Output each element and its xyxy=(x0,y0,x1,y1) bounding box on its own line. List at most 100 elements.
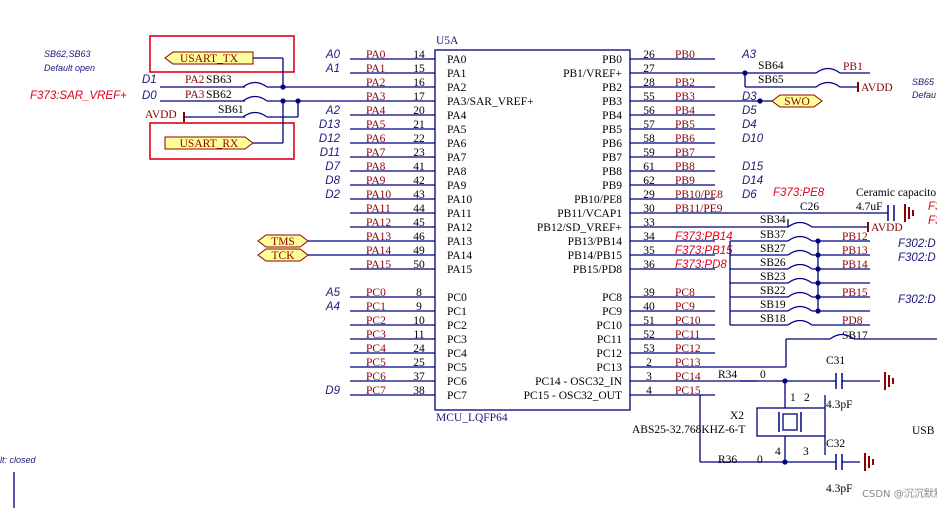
pin-number-11: 44 xyxy=(413,203,425,215)
net-label-20: PC4 xyxy=(366,343,386,355)
arduino-label-8: D7 xyxy=(325,161,340,173)
sb61-bridge xyxy=(242,111,268,118)
pin-number-21: 25 xyxy=(413,357,425,369)
net-label-3: PA3 xyxy=(366,91,386,103)
x2-label: X2 xyxy=(730,410,744,422)
arduino-label-16: A5 xyxy=(325,287,341,299)
sb62-label: SB62 xyxy=(206,89,232,101)
net-label-r18: PC10 xyxy=(675,315,701,327)
pin-name-r6: PB6 xyxy=(602,138,622,150)
net-label-r17: PC9 xyxy=(675,301,695,313)
pin-number-r10: 29 xyxy=(643,189,655,201)
pin-name-r12: PB12/SD_VREF+ xyxy=(537,222,622,234)
pin-name-21: PC5 xyxy=(447,362,467,374)
net-label-r19: PC11 xyxy=(675,329,700,341)
net-label-r3: PB3 xyxy=(675,91,695,103)
sb17-label: SB17 xyxy=(842,330,868,342)
pin-name-22: PC6 xyxy=(447,376,467,388)
crystal-icon xyxy=(782,413,798,431)
sb19-label: SB19 xyxy=(760,299,786,311)
junction-pa3 xyxy=(280,98,286,104)
sb61-label: SB61 xyxy=(218,104,244,116)
watermark: CSDN @沉沉默默 xyxy=(862,487,937,500)
pin-name-r3: PB3 xyxy=(602,96,622,108)
sb64-bridge xyxy=(815,67,841,74)
highlight-box-rx xyxy=(149,122,295,160)
net-label-r22: PC14 xyxy=(675,371,701,383)
pin-name-r16: PC8 xyxy=(602,292,622,304)
pin-name-r7: PB7 xyxy=(602,152,622,164)
pin-name-r10: PB10/PE8 xyxy=(574,194,622,206)
c26-value: 4.7uF xyxy=(856,201,883,213)
x2-pin1: 1 xyxy=(790,392,796,404)
net-label-7: PA7 xyxy=(366,147,386,159)
net-label-r15: F373:PD8 xyxy=(675,259,727,271)
pin-number-r23: 4 xyxy=(646,385,652,397)
pb12-right-label: PB12 xyxy=(842,231,868,243)
port-usart-tx xyxy=(164,51,254,65)
x2-part: ABS25-32.768KHZ-6-T xyxy=(632,424,745,436)
r34-label: R34 xyxy=(718,369,737,381)
pin-name-r9: PB9 xyxy=(602,180,622,192)
sb37-bridge xyxy=(787,235,813,242)
pin-number-16: 8 xyxy=(416,287,422,299)
avdd2-label: AVDD xyxy=(871,222,903,234)
pin-name-4: PA4 xyxy=(447,110,467,122)
chip-package: MCU_LQFP64 xyxy=(436,412,508,424)
net-label-9: PA9 xyxy=(366,175,386,187)
net-label-21: PC5 xyxy=(366,357,386,369)
pin-number-12: 45 xyxy=(413,217,425,229)
mcu-body xyxy=(434,49,631,411)
pin-number-14: 49 xyxy=(413,245,425,257)
pin-name-18: PC2 xyxy=(447,320,467,332)
net-label-10: PA10 xyxy=(366,189,391,201)
crystal-x2-body xyxy=(756,407,826,437)
pin-number-23: 38 xyxy=(413,385,425,397)
pin-number-7: 23 xyxy=(413,147,425,159)
pin-name-r2: PB2 xyxy=(602,82,622,94)
pin-name-14: PA14 xyxy=(447,250,472,262)
sb65-note: SB65 xyxy=(912,77,935,87)
pin-number-r2: 28 xyxy=(643,77,655,89)
note-default-closed: lt: closed xyxy=(0,455,37,465)
arduino-label-r8: D15 xyxy=(742,161,764,173)
note-sb62-sb63: SB62,SB63 xyxy=(44,49,91,59)
net-label-17: PC1 xyxy=(366,301,386,313)
f302c-label: F302:D xyxy=(898,294,936,306)
net-label-r21: PC13 xyxy=(675,357,701,369)
pin-number-22: 37 xyxy=(413,371,425,383)
net-label-r6: PB6 xyxy=(675,133,695,145)
sb34-label: SB34 xyxy=(760,214,786,226)
port-swo xyxy=(771,94,823,108)
sb23-bridge xyxy=(787,277,813,284)
sb63-bridge xyxy=(242,81,268,88)
pin-number-18: 10 xyxy=(413,315,425,327)
pin-number-20: 24 xyxy=(413,343,425,355)
pin-name-3: PA3/SAR_VREF+ xyxy=(447,96,534,108)
arduino-label-r9: D14 xyxy=(742,175,763,187)
junction-pa2 xyxy=(280,84,286,90)
net-label-r10: PB10/PE8 xyxy=(675,189,723,201)
pin-number-r20: 53 xyxy=(643,343,655,355)
arduino-label-r4: D5 xyxy=(742,105,757,117)
pin-name-23: PC7 xyxy=(447,390,467,402)
sb65-default-note: Defau xyxy=(912,90,936,100)
net-label-6: PA6 xyxy=(366,133,386,145)
label-d1: D1 xyxy=(142,74,157,86)
pin-number-r19: 52 xyxy=(643,329,655,341)
sb17-bridge xyxy=(829,333,855,340)
pin-name-r23: PC15 - OSC32_OUT xyxy=(524,390,622,402)
sb18-bridge xyxy=(787,319,813,326)
pin-number-0: 14 xyxy=(413,49,425,61)
pin-name-r20: PC12 xyxy=(596,348,622,360)
pin-name-r1: PB1/VREF+ xyxy=(563,68,622,80)
ground-icon-c26 xyxy=(904,204,914,222)
sb18-label: SB18 xyxy=(760,313,786,325)
pin-name-r19: PC11 xyxy=(597,334,622,346)
net-label-r0: PB0 xyxy=(675,49,695,61)
port-usart-rx xyxy=(164,136,254,150)
port-tck-label: TCK xyxy=(272,250,296,262)
arduino-label-r3: D3 xyxy=(742,91,757,103)
pin-name-r17: PC9 xyxy=(602,306,622,318)
